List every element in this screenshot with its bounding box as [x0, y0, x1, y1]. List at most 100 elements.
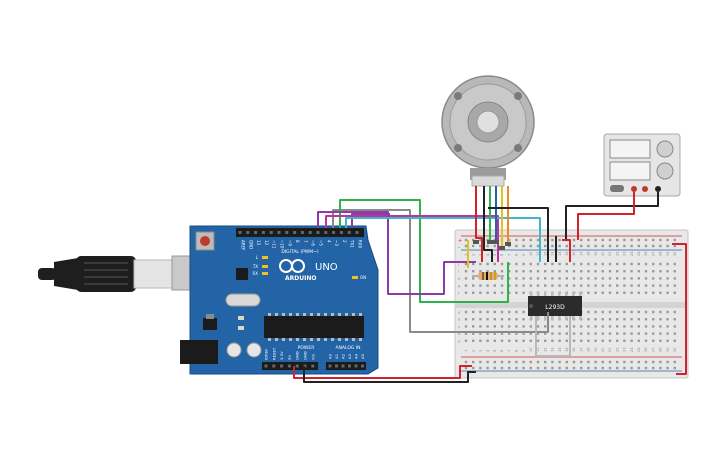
breadboard-hole[interactable] [601, 291, 604, 294]
breadboard-hole[interactable] [464, 244, 468, 248]
breadboard-hole[interactable] [565, 277, 568, 280]
breadboard-hole[interactable] [637, 277, 640, 280]
breadboard-hole[interactable] [580, 284, 583, 287]
breadboard-hole[interactable] [652, 262, 655, 266]
breadboard-hole[interactable] [565, 366, 568, 370]
breadboard-hole[interactable] [601, 244, 604, 248]
breadboard-hole[interactable] [565, 284, 568, 287]
breadboard-hole[interactable] [544, 325, 547, 328]
breadboard-hole[interactable] [472, 339, 475, 342]
power-pin-4[interactable] [295, 364, 299, 368]
breadboard-hole[interactable] [594, 270, 597, 273]
power-pin-2[interactable] [280, 364, 284, 368]
breadboard-hole[interactable] [572, 270, 576, 273]
breadboard-hole[interactable] [551, 325, 554, 328]
breadboard-hole[interactable] [529, 262, 532, 266]
breadboard-hole[interactable] [464, 270, 468, 273]
breadboard-hole[interactable] [616, 318, 619, 321]
breadboard-hole[interactable] [587, 325, 590, 328]
breadboard-hole[interactable] [594, 284, 597, 287]
breadboard-hole[interactable] [630, 284, 633, 287]
breadboard-hole[interactable] [601, 310, 604, 314]
breadboard-hole[interactable] [580, 277, 583, 280]
current-knob[interactable] [656, 162, 674, 180]
breadboard-hole[interactable] [594, 318, 597, 321]
breadboard-hole[interactable] [508, 318, 511, 321]
breadboard-hole[interactable] [544, 244, 547, 248]
breadboard-hole[interactable] [608, 318, 612, 321]
breadboard-hole[interactable] [536, 360, 540, 364]
breadboard-hole[interactable] [601, 339, 604, 342]
breadboard-hole[interactable] [587, 244, 590, 248]
breadboard-hole[interactable] [515, 277, 518, 280]
breadboard-hole[interactable] [493, 366, 496, 370]
breadboard-hole[interactable] [565, 332, 568, 335]
breadboard-hole[interactable] [594, 325, 597, 328]
breadboard-hole[interactable] [623, 238, 626, 242]
breadboard-hole[interactable] [536, 270, 540, 273]
breadboard-hole[interactable] [508, 332, 511, 335]
breadboard-hole[interactable] [673, 310, 676, 314]
breadboard-hole[interactable] [652, 310, 655, 314]
breadboard-hole[interactable] [630, 339, 633, 342]
breadboard-hole[interactable] [601, 238, 604, 242]
wire-black-psu[interactable] [565, 192, 659, 240]
breadboard-hole[interactable] [659, 238, 662, 242]
breadboard-hole[interactable] [508, 360, 511, 364]
breadboard-hole[interactable] [515, 339, 518, 342]
breadboard-hole[interactable] [587, 318, 590, 321]
breadboard-hole[interactable] [500, 310, 504, 314]
digital-pin-9[interactable] [308, 231, 312, 234]
breadboard-hole[interactable] [558, 325, 561, 328]
breadboard-hole[interactable] [659, 270, 662, 273]
breadboard-hole[interactable] [493, 310, 496, 314]
breadboard-hole[interactable] [529, 366, 532, 370]
breadboard-hole[interactable] [522, 270, 525, 273]
breadboard-hole[interactable] [522, 332, 525, 335]
breadboard-hole[interactable] [608, 262, 612, 266]
breadboard-hole[interactable] [472, 262, 475, 266]
breadboard-hole[interactable] [522, 325, 525, 328]
breadboard-hole[interactable] [659, 332, 662, 335]
digital-pin-5[interactable] [277, 231, 281, 234]
breadboard-hole[interactable] [522, 366, 525, 370]
breadboard-hole[interactable] [673, 318, 676, 321]
breadboard-hole[interactable] [515, 310, 518, 314]
breadboard-hole[interactable] [486, 318, 489, 321]
breadboard-hole[interactable] [536, 238, 540, 242]
breadboard-hole[interactable] [529, 284, 532, 287]
power-pin-0[interactable] [264, 364, 268, 368]
breadboard-hole[interactable] [644, 238, 648, 242]
breadboard-hole[interactable] [637, 270, 640, 273]
breadboard-hole[interactable] [515, 332, 518, 335]
breadboard-hole[interactable] [472, 318, 475, 321]
digital-pin-4[interactable] [269, 231, 273, 234]
resistor-icon[interactable] [472, 272, 504, 280]
breadboard-hole[interactable] [529, 325, 532, 328]
breadboard-hole[interactable] [601, 318, 604, 321]
breadboard-hole[interactable] [522, 244, 525, 248]
breadboard-hole[interactable] [515, 238, 518, 242]
breadboard-hole[interactable] [637, 238, 640, 242]
breadboard-hole[interactable] [623, 360, 626, 364]
breadboard-hole[interactable] [536, 366, 540, 370]
breadboard-hole[interactable] [580, 262, 583, 266]
breadboard-hole[interactable] [659, 244, 662, 248]
digital-pin-14[interactable] [347, 231, 351, 234]
breadboard-hole[interactable] [522, 277, 525, 280]
breadboard-hole[interactable] [565, 244, 568, 248]
wire-gray-bottom[interactable] [535, 316, 571, 357]
breadboard-hole[interactable] [652, 318, 655, 321]
breadboard-hole[interactable] [558, 277, 561, 280]
breadboard-hole[interactable] [572, 262, 576, 266]
breadboard-hole[interactable] [666, 270, 669, 273]
breadboard-hole[interactable] [652, 325, 655, 328]
breadboard-hole[interactable] [464, 238, 468, 242]
breadboard-hole[interactable] [652, 284, 655, 287]
breadboard-hole[interactable] [630, 270, 633, 273]
breadboard-hole[interactable] [493, 284, 496, 287]
breadboard-hole[interactable] [673, 360, 676, 364]
digital-pin-12[interactable] [332, 231, 336, 234]
breadboard-hole[interactable] [479, 318, 482, 321]
